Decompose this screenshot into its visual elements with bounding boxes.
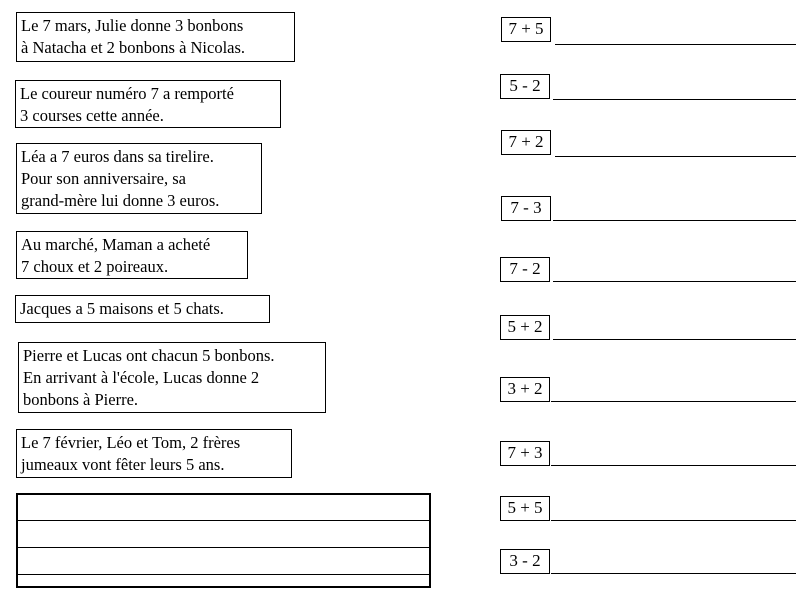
answer-line[interactable] (553, 220, 796, 221)
blank-writing-box[interactable] (16, 493, 431, 588)
word-problem: Pierre et Lucas ont chacun 5 bonbons. En… (18, 342, 326, 413)
answer-line[interactable] (553, 339, 796, 340)
expression-box: 3 + 2 (500, 377, 550, 402)
expression-box: 7 + 3 (500, 441, 550, 466)
answer-line[interactable] (553, 281, 796, 282)
expression-box: 5 + 2 (500, 315, 550, 340)
word-problem: Jacques a 5 maisons et 5 chats. (15, 295, 270, 323)
answer-line[interactable] (551, 520, 796, 521)
answer-line[interactable] (553, 99, 796, 100)
word-problem: Au marché, Maman a acheté 7 choux et 2 p… (16, 231, 248, 279)
expression-box: 7 + 5 (501, 17, 551, 42)
word-problem: Le 7 février, Léo et Tom, 2 frères jumea… (16, 429, 292, 478)
answer-line[interactable] (551, 573, 796, 574)
writing-rule (18, 520, 429, 521)
expression-box: 3 - 2 (500, 549, 550, 574)
expression-box: 7 - 3 (501, 196, 551, 221)
answer-line[interactable] (555, 156, 796, 157)
answer-line[interactable] (551, 401, 796, 402)
word-problem: Le coureur numéro 7 a remporté 3 courses… (15, 80, 281, 128)
word-problem: Léa a 7 euros dans sa tirelire. Pour son… (16, 143, 262, 214)
expression-box: 5 - 2 (500, 74, 550, 99)
answer-line[interactable] (555, 44, 796, 45)
writing-rule (18, 574, 429, 575)
answer-line[interactable] (551, 465, 796, 466)
word-problem: Le 7 mars, Julie donne 3 bonbons à Natac… (16, 12, 295, 62)
expression-box: 7 + 2 (501, 130, 551, 155)
writing-rule (18, 547, 429, 548)
expression-box: 7 - 2 (500, 257, 550, 282)
expression-box: 5 + 5 (500, 496, 550, 521)
